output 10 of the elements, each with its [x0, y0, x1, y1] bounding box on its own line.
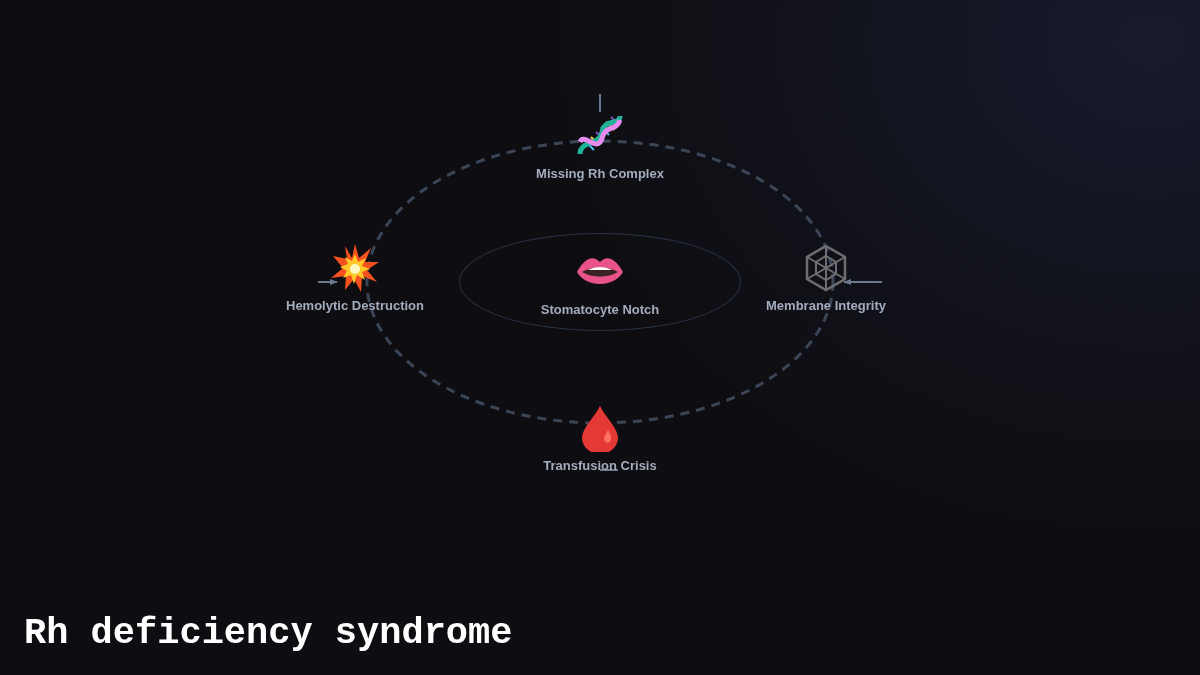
- node-label: Missing Rh Complex: [536, 166, 664, 181]
- diagram-title: Rh deficiency syndrome: [24, 612, 513, 654]
- arrow: [843, 278, 883, 286]
- node-label: Transfusion Crisis: [543, 458, 657, 473]
- arrow: [317, 278, 338, 286]
- node-label: Stomatocyte Notch: [540, 301, 660, 317]
- connector-line: [599, 469, 619, 471]
- connector-line: [599, 93, 601, 113]
- node-label: Membrane Integrity: [766, 298, 886, 313]
- node-label: Hemolytic Destruction: [286, 298, 424, 313]
